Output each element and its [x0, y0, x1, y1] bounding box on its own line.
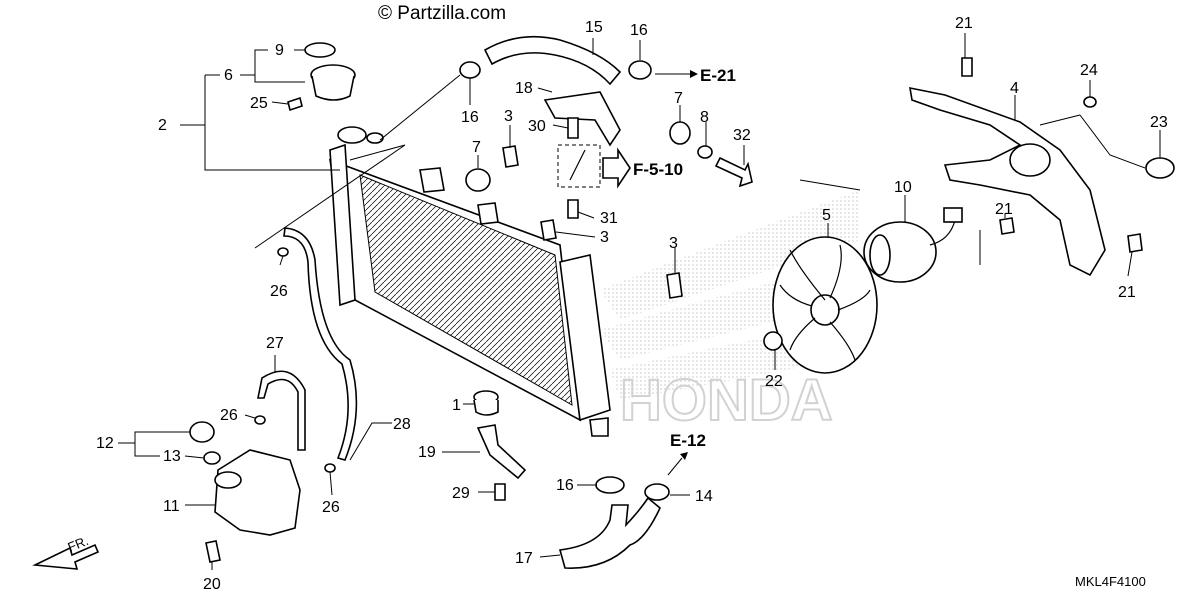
callout-16: 16 [461, 109, 479, 126]
callout-15: 15 [585, 19, 603, 36]
callout-8: 8 [700, 109, 709, 126]
callout-21: 21 [1118, 284, 1136, 301]
tank-cap-12 [189, 421, 215, 443]
radiator-cap-6 [310, 64, 356, 101]
cap-seal-9 [304, 42, 336, 58]
bolt-31 [567, 199, 579, 219]
clip-3-b [540, 219, 557, 241]
bolt-32 [714, 156, 753, 188]
callout-7: 7 [472, 139, 481, 156]
ref-e21: E-21 [700, 66, 736, 85]
screw-20 [205, 540, 221, 563]
callout-24: 24 [1080, 62, 1098, 79]
callouts: 1 2 3 3 3 4 5 6 7 7 8 9 10 11 12 13 14 1… [96, 15, 1168, 593]
clip-26-a [277, 247, 289, 257]
diagram-code: MKL4F4100 [1075, 574, 1146, 589]
hose-28 [283, 227, 358, 461]
callout-21: 21 [955, 15, 973, 32]
reserve-tank-11 [214, 449, 301, 536]
callout-4: 4 [1010, 80, 1019, 97]
callout-13: 13 [163, 448, 181, 465]
callout-7: 7 [674, 90, 683, 107]
grommet-7-right [669, 121, 691, 145]
tank-seal-13 [203, 451, 221, 465]
callout-26: 26 [220, 407, 238, 424]
callout-12: 12 [96, 435, 114, 452]
clip-26-c [324, 463, 336, 473]
callout-25: 25 [250, 95, 268, 112]
bolt-21-top [961, 57, 973, 77]
clamp-16-right [628, 60, 652, 80]
front-arrow-icon [32, 543, 100, 570]
callout-30: 30 [528, 118, 546, 135]
radiator-cap-neck [337, 126, 367, 144]
ref-f510: F-5-10 [633, 160, 683, 179]
hose-27 [257, 370, 306, 451]
clip-3-c [666, 272, 683, 299]
copyright-watermark: © Partzilla.com [378, 3, 506, 24]
bolt-29 [494, 483, 506, 501]
clip-26-b [254, 415, 266, 425]
hose-15 [483, 35, 622, 86]
front-label: FR. [66, 533, 91, 555]
callout-14: 14 [695, 488, 713, 505]
bolt-21-mid [999, 217, 1015, 235]
callout-5: 5 [822, 207, 831, 224]
callout-11: 11 [163, 498, 180, 515]
callout-26: 26 [270, 283, 288, 300]
collar-8 [697, 145, 713, 159]
callout-18: 18 [515, 80, 533, 97]
callout-31: 31 [600, 210, 618, 227]
callout-23: 23 [1150, 114, 1168, 131]
cooling-fan-5 [772, 236, 878, 374]
clamp-16-bottom [595, 476, 625, 494]
callout-26: 26 [322, 499, 340, 516]
callout-20: 20 [203, 576, 221, 593]
callout-28: 28 [393, 416, 411, 433]
nut-24 [1083, 96, 1097, 108]
ref-e12: E-12 [670, 431, 706, 450]
callout-16: 16 [630, 22, 648, 39]
connector-23 [1145, 157, 1175, 179]
grommet-7-left [465, 168, 491, 192]
fan-motor-10 [863, 207, 963, 283]
callout-3: 3 [504, 108, 513, 125]
clamp-16-top [459, 61, 481, 79]
callout-29: 29 [452, 485, 470, 502]
bolt-30 [567, 117, 579, 139]
callout-1: 1 [452, 397, 461, 414]
callout-21: 21 [995, 201, 1013, 218]
callout-17: 17 [515, 550, 533, 567]
callout-19: 19 [418, 444, 436, 461]
thermo-housing-18 [543, 91, 621, 147]
callout-32: 32 [733, 127, 751, 144]
nut-22 [763, 331, 783, 351]
callout-6: 6 [224, 67, 233, 84]
screw-25 [287, 96, 303, 112]
bolt-21-right [1127, 233, 1143, 253]
callout-27: 27 [266, 335, 284, 352]
callout-9: 9 [275, 42, 284, 59]
callout-16: 16 [556, 477, 574, 494]
honda-watermark-text: HONDA [620, 368, 833, 433]
callout-22: 22 [765, 373, 783, 390]
callout-3: 3 [669, 235, 678, 252]
fan-shroud-4 [909, 86, 1106, 277]
callout-3: 3 [600, 229, 609, 246]
hose-17 [558, 496, 661, 569]
callout-2: 2 [158, 117, 167, 134]
radiator [328, 126, 611, 437]
clamp-14 [644, 483, 670, 501]
bracket-19 [476, 424, 527, 480]
leader-lines [118, 33, 1161, 570]
callout-10: 10 [894, 179, 912, 196]
clip-3-a [502, 145, 519, 168]
